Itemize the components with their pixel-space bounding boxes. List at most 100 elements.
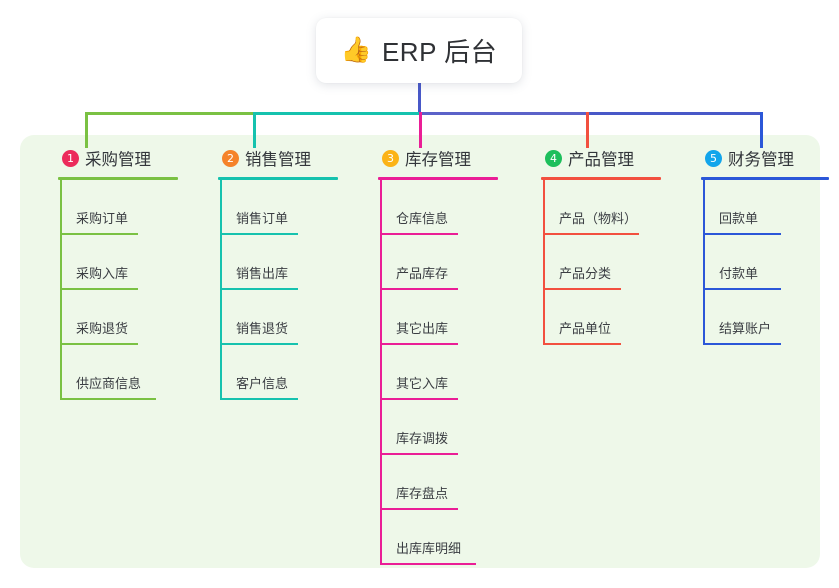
item-label: 产品单位 <box>559 321 612 336</box>
list-item[interactable]: 回款单 <box>703 180 839 235</box>
list-item[interactable]: 供应商信息 <box>60 345 205 400</box>
item-underline <box>220 233 298 235</box>
root-stem <box>418 83 421 114</box>
item-label: 回款单 <box>719 211 759 226</box>
item-spine <box>220 290 222 345</box>
list-item[interactable]: 产品库存 <box>380 235 525 290</box>
item-underline <box>543 288 621 290</box>
category-underline <box>378 177 498 180</box>
drop-3 <box>419 112 422 148</box>
list-item[interactable]: 产品单位 <box>543 290 688 345</box>
category-title: 财务管理 <box>728 151 794 169</box>
bus-segment-3 <box>419 112 586 115</box>
item-underline <box>703 343 781 345</box>
list-item[interactable]: 仓库信息 <box>380 180 525 235</box>
item-underline <box>380 288 458 290</box>
item-underline <box>543 233 639 235</box>
item-underline <box>380 563 476 565</box>
category-underline <box>218 177 338 180</box>
item-label: 销售出库 <box>236 266 289 281</box>
list-item[interactable]: 采购退货 <box>60 290 205 345</box>
item-spine <box>220 180 222 235</box>
item-label: 采购订单 <box>76 211 129 226</box>
item-spine <box>380 510 382 565</box>
category-item-list: 采购订单采购入库采购退货供应商信息 <box>60 180 205 400</box>
list-item[interactable]: 销售订单 <box>220 180 365 235</box>
list-item[interactable]: 库存盘点 <box>380 455 525 510</box>
item-underline <box>543 343 621 345</box>
item-spine <box>380 290 382 345</box>
item-underline <box>60 343 138 345</box>
category-underline <box>701 177 829 180</box>
item-underline <box>380 233 458 235</box>
item-spine <box>703 180 705 235</box>
item-label: 出库库明细 <box>396 541 462 556</box>
bus-segment-2 <box>253 112 419 115</box>
list-item[interactable]: 库存调拨 <box>380 400 525 455</box>
item-underline <box>380 343 458 345</box>
list-item[interactable]: 结算账户 <box>703 290 839 345</box>
item-label: 仓库信息 <box>396 211 449 226</box>
item-spine <box>60 345 62 400</box>
item-label: 库存盘点 <box>396 486 449 501</box>
item-spine <box>543 180 545 235</box>
item-label: 采购退货 <box>76 321 129 336</box>
item-label: 其它出库 <box>396 321 449 336</box>
item-underline <box>380 453 458 455</box>
bus-segment-4 <box>586 112 762 115</box>
item-underline <box>60 288 138 290</box>
item-label: 销售退货 <box>236 321 289 336</box>
list-item[interactable]: 产品分类 <box>543 235 688 290</box>
list-item[interactable]: 出库库明细 <box>380 510 525 565</box>
list-item[interactable]: 其它入库 <box>380 345 525 400</box>
category-title: 库存管理 <box>405 151 471 169</box>
root-node[interactable]: 👍 ERP 后台 <box>316 18 522 83</box>
item-spine <box>703 290 705 345</box>
item-spine <box>380 235 382 290</box>
item-label: 供应商信息 <box>76 376 142 391</box>
item-label: 产品分类 <box>559 266 612 281</box>
item-label: 客户信息 <box>236 376 289 391</box>
item-label: 产品（物料） <box>559 211 638 226</box>
category-item-list: 产品（物料） 产品分类产品单位 <box>543 180 688 345</box>
item-spine <box>220 345 222 400</box>
item-label: 销售订单 <box>236 211 289 226</box>
item-label: 采购入库 <box>76 266 129 281</box>
item-label: 产品库存 <box>396 266 449 281</box>
item-underline <box>220 398 298 400</box>
category-number-badge: 1 <box>62 149 79 167</box>
category-number-badge: 4 <box>545 149 562 167</box>
list-item[interactable]: 其它出库 <box>380 290 525 345</box>
list-item[interactable]: 客户信息 <box>220 345 365 400</box>
bus-segment-1 <box>85 112 253 115</box>
list-item[interactable]: 销售退货 <box>220 290 365 345</box>
item-spine <box>380 345 382 400</box>
list-item[interactable]: 采购入库 <box>60 235 205 290</box>
item-label: 其它入库 <box>396 376 449 391</box>
list-item[interactable]: 产品（物料） <box>543 180 688 235</box>
item-label: 结算账户 <box>719 321 772 336</box>
category-underline <box>541 177 661 180</box>
item-spine <box>60 235 62 290</box>
list-item[interactable]: 采购订单 <box>60 180 205 235</box>
root-node-title: ERP 后台 <box>381 37 498 67</box>
list-item[interactable]: 销售出库 <box>220 235 365 290</box>
category-item-list: 仓库信息产品库存其它出库其它入库库存调拨库存盘点出库库明细 <box>380 180 525 565</box>
item-spine <box>380 455 382 510</box>
item-label: 付款单 <box>719 266 759 281</box>
list-item[interactable]: 付款单 <box>703 235 839 290</box>
diagram-panel <box>20 135 820 568</box>
item-spine <box>60 290 62 345</box>
item-underline <box>703 288 781 290</box>
item-spine <box>543 235 545 290</box>
